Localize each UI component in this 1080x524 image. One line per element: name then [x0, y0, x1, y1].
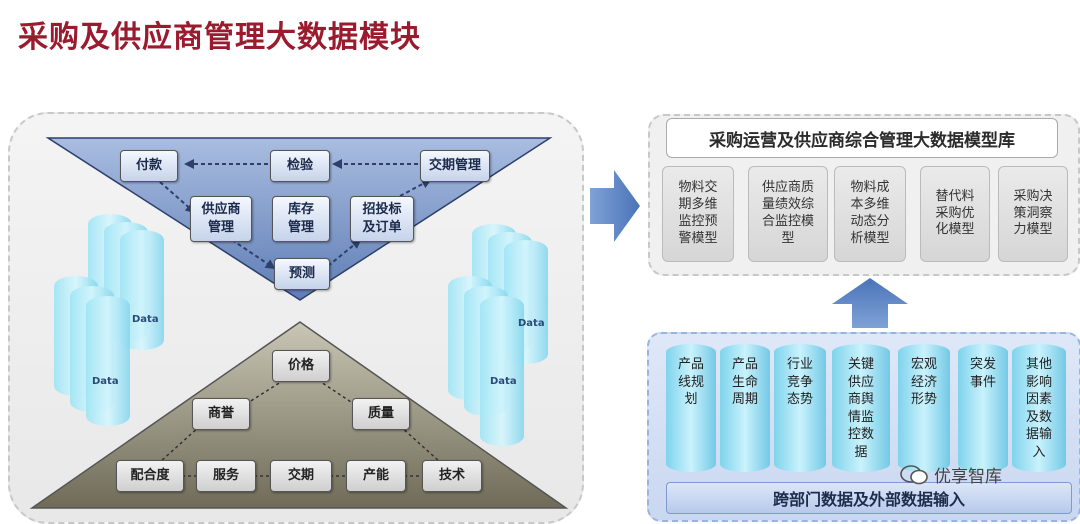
data-cylinder — [86, 296, 130, 426]
arrow-gys-to-yuce — [231, 239, 276, 270]
input-column-line: 供应 — [847, 374, 874, 390]
input-column-line: 事件 — [969, 374, 996, 390]
box-supplier-management: 供应商 管理 — [190, 196, 252, 242]
data-label: Data — [490, 376, 517, 387]
input-column: 关键供应商舆情监控数据 — [832, 344, 890, 472]
input-column-line: 关键 — [847, 357, 874, 372]
model-card-line: 型 — [781, 230, 795, 246]
input-column-line: 及数 — [1025, 409, 1052, 425]
box-technology: 技术 — [422, 460, 482, 492]
input-column: 宏观经济形势 — [898, 344, 950, 472]
arrow-fukuan-to-gys — [159, 181, 196, 214]
model-card-line: 量绩效综 — [761, 197, 814, 213]
model-card-line: 析模型 — [850, 230, 890, 246]
input-column-line: 入 — [1032, 444, 1046, 460]
model-card-line: 合监控模 — [761, 214, 814, 229]
box-quality: 质量 — [352, 398, 410, 430]
box-supplier-line2: 管理 — [207, 220, 234, 235]
input-column-line: 据 — [854, 444, 868, 460]
box-inventory-line2: 管理 — [287, 220, 314, 235]
input-column-line: 划 — [684, 392, 698, 408]
link-jiage-shangyu — [245, 379, 285, 405]
data-cylinder — [480, 296, 524, 446]
input-column-line: 竞争 — [786, 374, 813, 390]
box-capacity: 产能 — [346, 460, 406, 492]
input-column-line: 线规 — [677, 374, 704, 390]
input-column-line: 态势 — [786, 392, 813, 408]
box-payment: 付款 — [120, 150, 178, 182]
data-label: Data — [518, 318, 545, 329]
model-card: 物料成本多维动态分析模型 — [834, 166, 906, 262]
model-card-line: 本多维 — [850, 197, 890, 213]
input-column-line: 其他 — [1025, 357, 1052, 372]
input-column-line: 宏观 — [910, 357, 937, 372]
model-library-title: 采购运营及供应商综合管理大数据模型库 — [666, 118, 1058, 158]
model-card-line: 化模型 — [935, 222, 975, 238]
link-jiage-zhiliang — [317, 379, 355, 405]
input-column-line: 经济 — [910, 374, 937, 390]
input-column-line: 生命 — [731, 374, 758, 390]
watermark: 优享智库 — [900, 462, 1002, 487]
box-delivery: 交期 — [270, 460, 332, 492]
model-card-line: 期多维 — [678, 197, 718, 213]
box-price: 价格 — [272, 350, 330, 382]
arrow-zhaotou-to-jiaoqi — [399, 179, 432, 197]
input-column-line: 据输 — [1025, 427, 1052, 443]
input-column-line: 形势 — [910, 392, 937, 408]
watermark-text: 优享智库 — [934, 467, 1002, 487]
input-column-line: 商舆 — [847, 392, 874, 408]
model-card: 物料交期多维监控预警模型 — [662, 166, 734, 262]
data-label: Data — [92, 376, 119, 387]
box-inventory-line1: 库存 — [287, 202, 314, 218]
input-column-line: 控数 — [847, 427, 874, 443]
box-inspection: 检验 — [270, 150, 330, 182]
input-column: 产品生命周期 — [720, 344, 770, 472]
data-input-bar: 跨部门数据及外部数据输入 — [666, 482, 1072, 514]
box-bidding-orders: 招投标 及订单 — [350, 196, 414, 242]
up-arrow-icon — [832, 278, 908, 328]
model-card-line: 策洞察 — [1013, 205, 1053, 221]
wechat-icon — [900, 464, 928, 484]
model-card-line: 采购决 — [1013, 188, 1053, 204]
box-goodwill: 商誉 — [192, 398, 250, 430]
model-card: 供应商质量绩效综合监控模型 — [748, 166, 828, 262]
model-card-line: 供应商质 — [761, 180, 814, 196]
model-card: 采购决策洞察力模型 — [998, 166, 1068, 262]
input-column-line: 产品 — [731, 357, 758, 372]
model-card-line: 采购优 — [935, 205, 975, 221]
input-column: 突发事件 — [958, 344, 1008, 472]
input-column-line: 因素 — [1025, 392, 1052, 408]
input-column-line: 产品 — [677, 357, 704, 372]
box-cooperation: 配合度 — [116, 460, 184, 492]
input-column-line: 影响 — [1025, 374, 1052, 390]
link-zhiliang-jishu — [399, 425, 441, 463]
box-inventory-management: 库存 管理 — [272, 196, 330, 242]
box-bidding-line1: 招投标 — [362, 202, 402, 218]
page-title: 采购及供应商管理大数据模块 — [18, 20, 421, 55]
model-card-line: 力模型 — [1013, 222, 1053, 238]
input-column-line: 周期 — [731, 392, 758, 408]
model-card-line: 动态分 — [850, 214, 890, 229]
input-column-line: 突发 — [969, 357, 996, 372]
model-card: 替代料采购优化模型 — [920, 166, 990, 262]
box-forecast: 预测 — [274, 258, 330, 290]
model-card-line: 物料交 — [678, 180, 718, 196]
input-column: 其他影响因素及数据输入 — [1012, 344, 1066, 472]
model-card-line: 物料成 — [850, 180, 890, 196]
link-shangyu-peihedu — [159, 425, 201, 463]
box-service: 服务 — [196, 460, 256, 492]
model-card-line: 替代料 — [935, 188, 975, 204]
data-label: Data — [132, 314, 159, 325]
model-card-line: 监控预 — [678, 214, 718, 229]
input-column-line: 情监 — [847, 409, 874, 425]
input-column: 行业竞争态势 — [774, 344, 826, 472]
model-card-line: 警模型 — [678, 230, 718, 246]
box-supplier-line1: 供应商 — [201, 202, 241, 218]
box-bidding-line2: 及订单 — [362, 220, 402, 235]
input-column: 产品线规划 — [666, 344, 716, 472]
input-column-line: 行业 — [786, 357, 813, 372]
right-arrow-icon — [590, 170, 640, 242]
box-delivery-management: 交期管理 — [420, 150, 490, 182]
